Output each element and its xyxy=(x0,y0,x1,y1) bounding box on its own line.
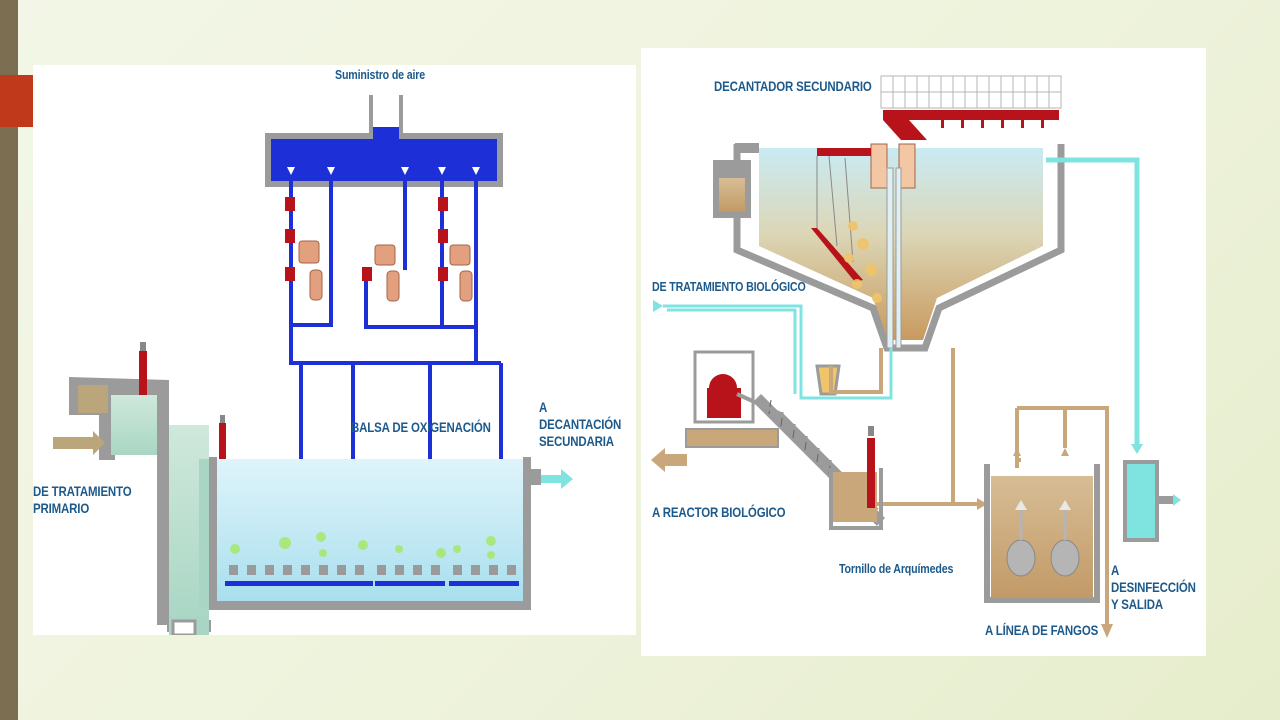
biological-input-label: DE TRATAMIENTO BIOLÓGICO xyxy=(652,279,806,294)
basin-bottom-outlet xyxy=(169,617,209,635)
slide-side-strip xyxy=(0,0,18,720)
disinfection-tank xyxy=(1123,460,1181,542)
sludge-line-label: A LÍNEA DE FANGOS xyxy=(985,622,1099,638)
center-feed-well xyxy=(811,143,916,349)
sludge-tank xyxy=(984,464,1100,603)
biological-inlet-line xyxy=(663,304,893,400)
diffuser-grid xyxy=(225,565,519,586)
oxygenation-basin-label: BALSA DE OXIGENACIÓN xyxy=(351,419,491,435)
air-supply-label: Suministro de aire xyxy=(335,67,426,82)
slide-accent-tab xyxy=(0,75,33,127)
secondary-clarifier-diagram xyxy=(651,75,1181,638)
oxygenation-diagram xyxy=(53,95,573,635)
primary-inlet-tank xyxy=(53,342,169,569)
secondary-clarifier-label: DECANTADOR SECUNDARIO xyxy=(714,78,872,94)
sludge-return-line xyxy=(829,348,1109,628)
secondary-clarifier-diagram-panel: DECANTADOR SECUNDARIO DE TRATAMIENTO BIO… xyxy=(641,48,1206,656)
oxygenation-diagram-panel: Suministro de aire DE TRATAMIENTO PRIMAR… xyxy=(33,65,636,635)
sludge-collector xyxy=(815,364,841,396)
clarifier-bridge xyxy=(880,75,1062,140)
valves xyxy=(285,197,448,281)
air-supply-header xyxy=(265,95,503,187)
air-outlet-arrows xyxy=(287,167,480,175)
oxygenation-basin xyxy=(209,457,573,610)
bio-reactor-output-label: A REACTOR BIOLÓGICO xyxy=(652,504,786,520)
return-to-reactor-arrow xyxy=(651,448,687,472)
archimedes-screw xyxy=(685,350,885,530)
blower-motors xyxy=(298,240,473,302)
disinfection-output-label: A DESINFECCIÓN Y SALIDA xyxy=(1111,562,1196,612)
archimedes-screw-label: Tornillo de Arquímedes xyxy=(839,561,954,576)
air-bubbles xyxy=(230,532,496,559)
effluent-line xyxy=(1046,157,1140,448)
primary-input-label: DE TRATAMIENTO PRIMARIO xyxy=(33,483,132,516)
secondary-output-label: A DECANTACIÓN SECUNDARIA xyxy=(539,399,622,449)
